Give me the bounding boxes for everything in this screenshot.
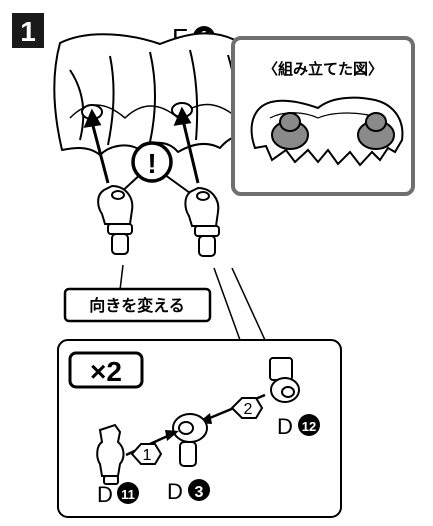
assembled-view-title: 〈組み立てた図〉 (263, 60, 383, 78)
part-number: 12 (302, 419, 316, 434)
part-letter: D (167, 479, 183, 504)
callout-lines (119, 264, 266, 341)
orientation-note-text: 向きを変える (89, 296, 185, 315)
sub-step-1-marker (130, 443, 163, 465)
orientation-note: 向きを変える (63, 287, 212, 323)
sub-step-2-number: 2 (244, 401, 253, 418)
part-number-badge (298, 414, 320, 436)
caution-mark: ! (147, 148, 156, 179)
assembled-view-panel: 〈組み立てた図〉 (231, 36, 415, 196)
part-label-d3: D 3 (167, 479, 210, 504)
peg-part-left (97, 184, 134, 255)
detail-panel: ×2 D 12 2 D 3 (57, 339, 342, 518)
part-label-d12: D 12 (277, 414, 320, 439)
multiplier-badge: ×2 (68, 351, 144, 389)
peg-part-right (184, 186, 220, 257)
part-letter: D (277, 414, 293, 439)
part-label-d11: D 11 (97, 482, 139, 507)
sub-step-2-marker (230, 397, 264, 419)
part-d3 (172, 413, 208, 467)
part-number: 3 (195, 484, 204, 501)
part-d11 (96, 423, 125, 485)
part-number-badge (117, 482, 139, 504)
insert-arrows (83, 106, 200, 184)
step-number: 1 (20, 16, 36, 47)
sub-step-1-arrow: 1 (125, 430, 179, 465)
step-badge: 1 (12, 13, 44, 48)
part-number: 11 (121, 487, 135, 502)
part-letter: D (97, 482, 113, 507)
part-number-badge (188, 479, 210, 501)
assembled-view-illustration (250, 96, 404, 167)
sub-step-1-number: 1 (143, 447, 152, 464)
part-d12 (269, 357, 300, 403)
multiplier-text: ×2 (90, 356, 122, 387)
caution-symbol: ! (117, 141, 191, 196)
